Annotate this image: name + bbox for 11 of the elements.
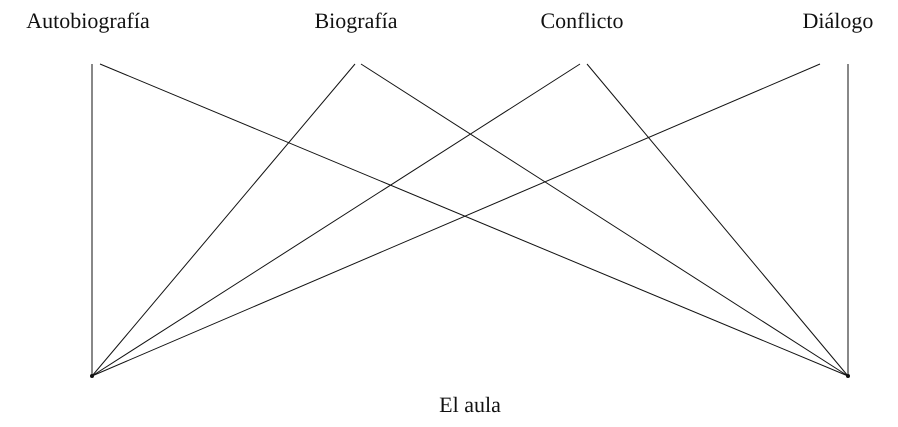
caption-text: El aula	[439, 392, 501, 418]
node-label: Autobiografía	[25, 8, 151, 34]
junction-point	[846, 374, 850, 378]
node-label: Diálogo	[802, 8, 874, 34]
connector-line	[586, 64, 848, 376]
node-label: Conflicto	[539, 8, 625, 34]
node-label: Biografía	[313, 8, 399, 34]
connector-line	[92, 64, 580, 376]
connector-line	[92, 64, 356, 376]
connector-line	[360, 64, 848, 376]
junction-point	[90, 374, 94, 378]
